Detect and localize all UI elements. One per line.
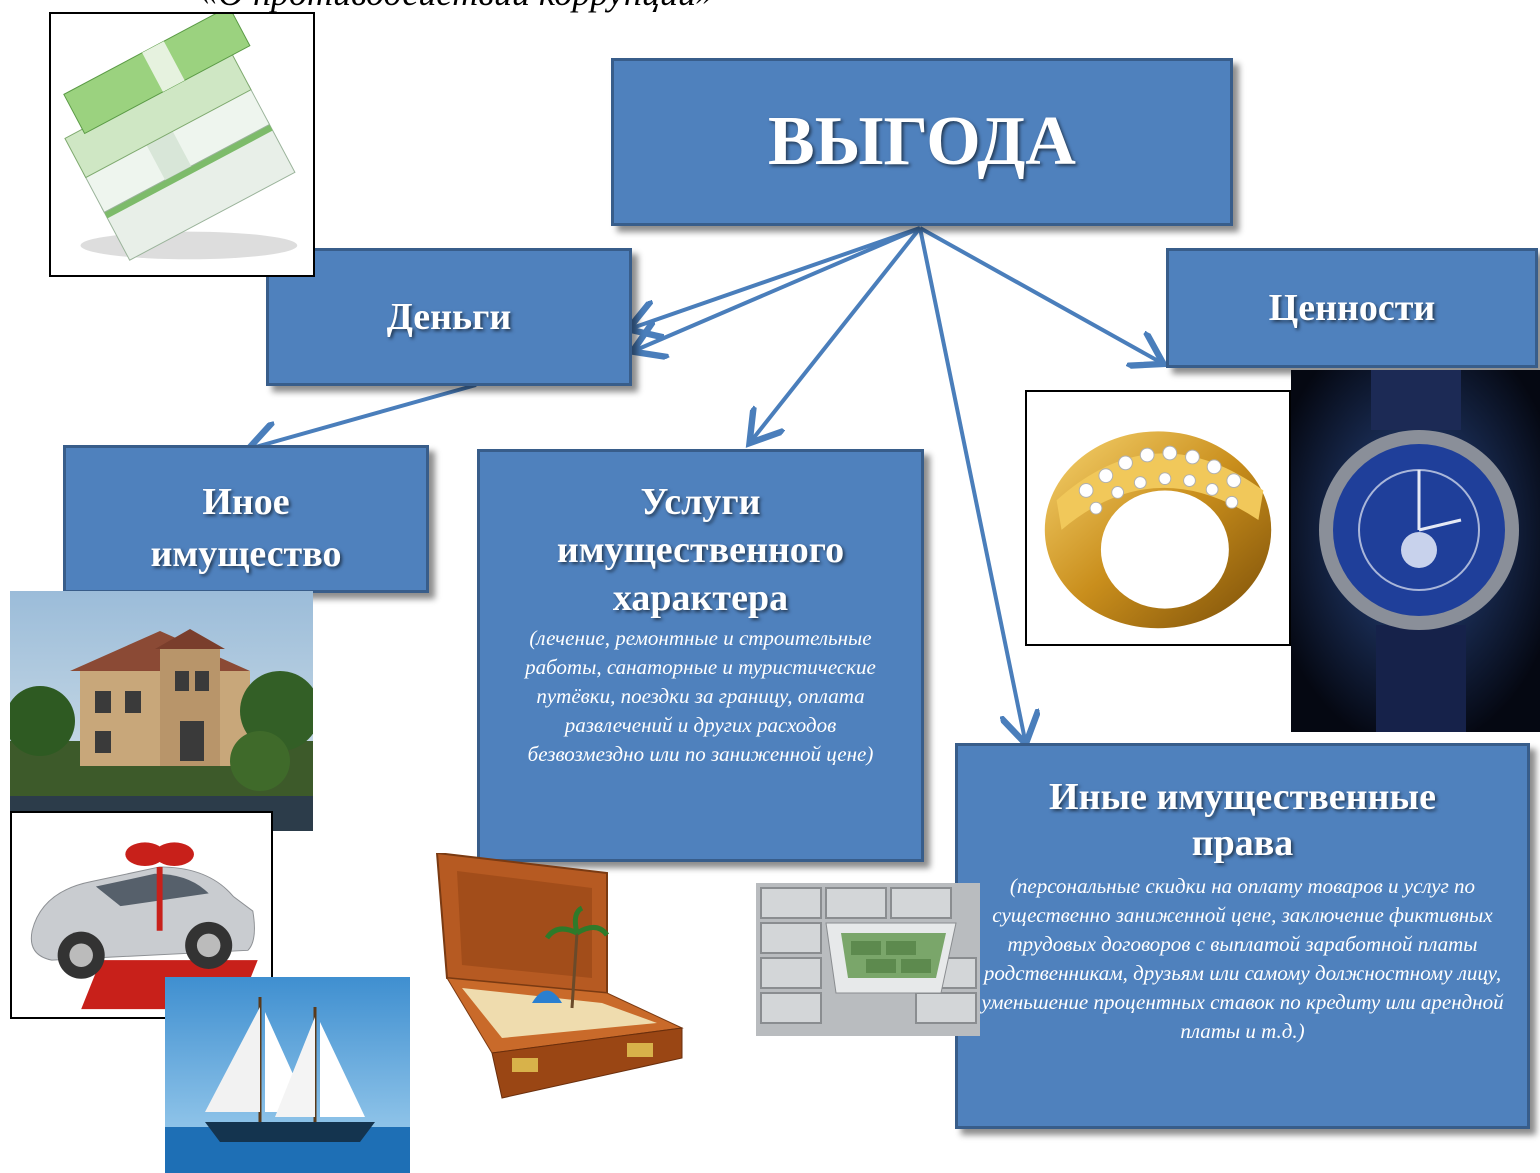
villa-picture	[10, 591, 313, 831]
rights-title: Иные имущественные права	[1049, 776, 1436, 864]
valuables-box: Ценности	[1166, 248, 1538, 368]
services-title: Услуги имущественного характера	[556, 481, 845, 619]
arrow-to-property	[252, 383, 477, 448]
wristwatch-icon	[1291, 370, 1540, 732]
money-title: Деньги	[386, 296, 512, 338]
rights-desc: (персональные скидки на оплату товаров и…	[981, 874, 1504, 1043]
arrow-to-services	[752, 226, 922, 440]
villa-icon	[10, 591, 313, 831]
sailboat-picture	[165, 977, 410, 1173]
property-title: Иное имущество	[150, 481, 342, 575]
money-box: Деньги	[266, 248, 632, 386]
top-caption: «О противодействии коррупции»	[200, 0, 714, 14]
suitcase-picture	[432, 853, 690, 1103]
property-box: Иное имущество	[63, 445, 429, 593]
safe-drawer-icon	[756, 883, 980, 1036]
money-stack-icon	[63, 14, 298, 261]
money-stack-picture	[49, 12, 315, 277]
arrow-to-money-2	[636, 226, 921, 350]
services-box: Услуги имущественного характера (лечение…	[477, 449, 924, 862]
arrow-to-money-1	[632, 226, 921, 328]
main-title: ВЫГОДА	[768, 103, 1076, 180]
services-desc: (лечение, ремонтные и строительные работ…	[525, 626, 876, 766]
rights-box: Иные имущественные права (персональные с…	[955, 743, 1530, 1129]
safe-drawer-picture	[756, 883, 980, 1036]
main-benefit-box: ВЫГОДА	[611, 58, 1233, 226]
gold-ring-icon	[1044, 431, 1272, 629]
sailboat-icon	[165, 977, 410, 1173]
valuables-title: Ценности	[1268, 287, 1436, 329]
ring-picture	[1025, 390, 1291, 646]
arrow-to-valuables	[919, 226, 1160, 362]
arrow-to-rights	[918, 227, 1025, 740]
watch-picture	[1291, 370, 1540, 732]
suitcase-beach-icon	[435, 853, 684, 1099]
